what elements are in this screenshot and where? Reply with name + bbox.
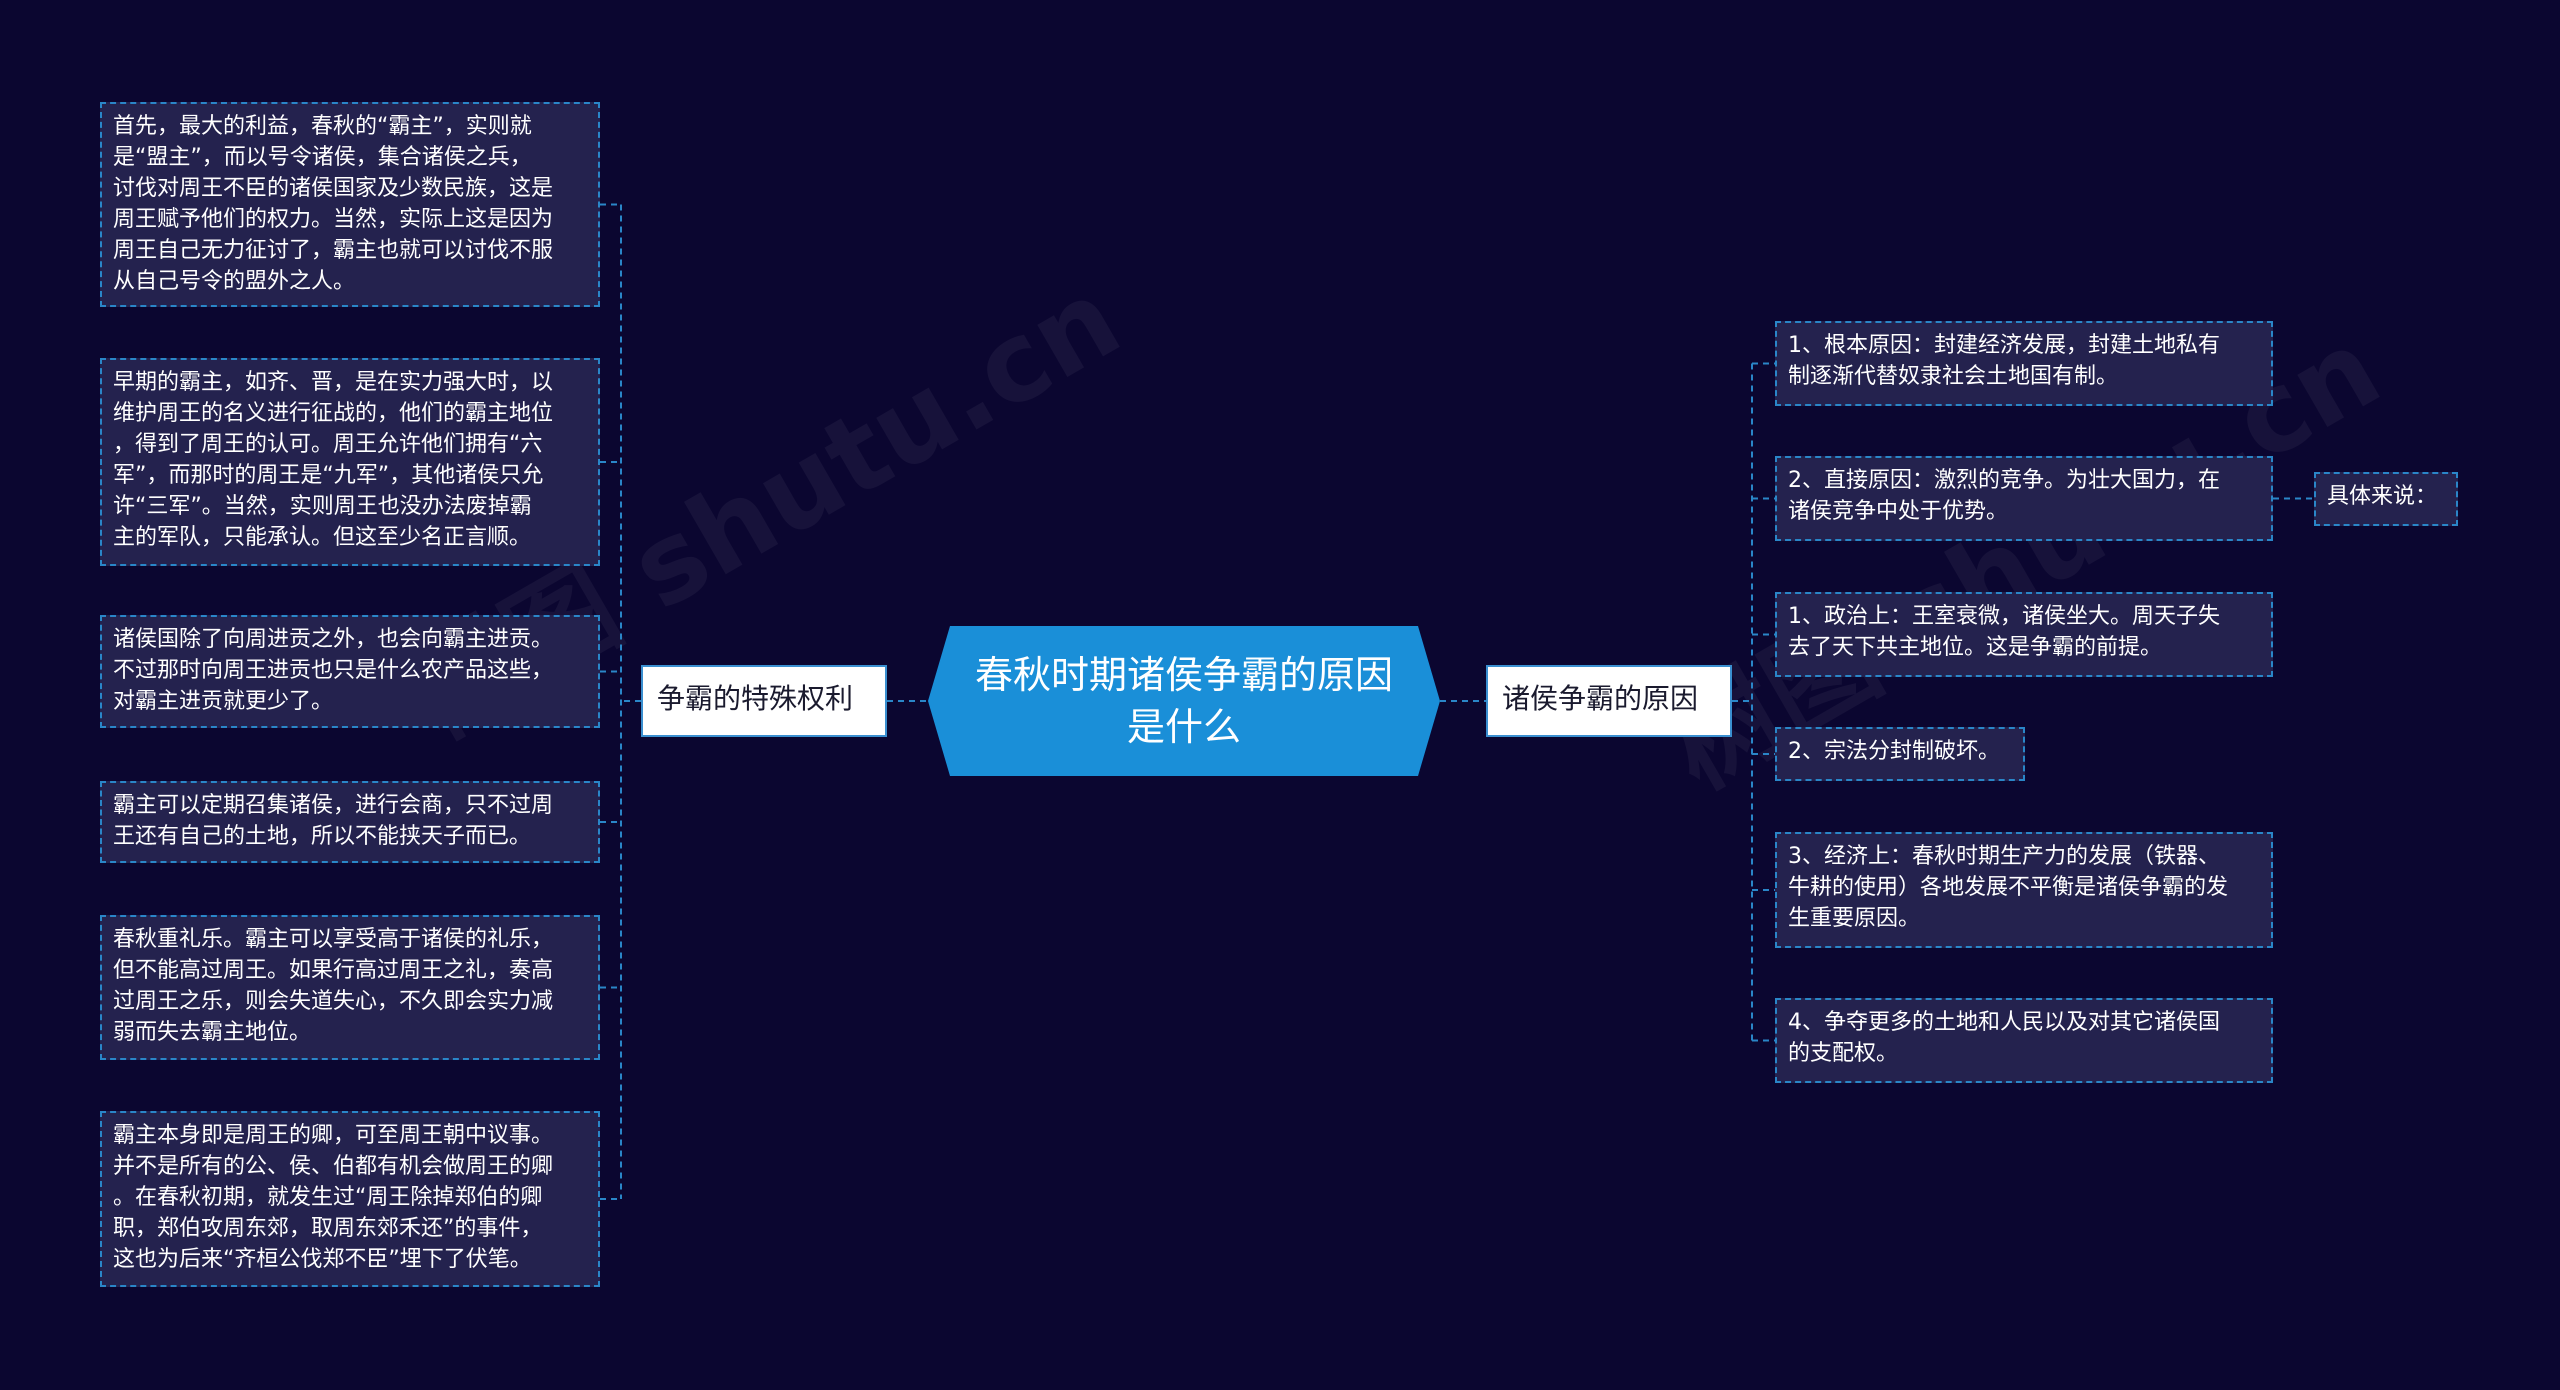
right-leaf-node[interactable]: 2、直接原因：激烈的竞争。为壮大国力，在 诸侯竞争中处于优势。 bbox=[1775, 456, 2273, 541]
central-topic-label: 春秋时期诸侯争霸的原因 是什么 bbox=[974, 653, 1393, 749]
central-topic-shape bbox=[928, 626, 1440, 776]
left-leaf-node[interactable]: 霸主本身即是周王的卿，可至周王朝中议事。 并不是所有的公、侯、伯都有机会做周王的… bbox=[100, 1111, 600, 1287]
right-leaf-node[interactable]: 1、根本原因：封建经济发展，封建土地私有 制逐渐代替奴隶社会土地国有制。 bbox=[1775, 321, 2273, 406]
central-topic[interactable]: 春秋时期诸侯争霸的原因 是什么 bbox=[928, 626, 1440, 776]
left-leaf-node[interactable]: 诸侯国除了向周进贡之外，也会向霸主进贡。 不过那时向周王进贡也只是什么农产品这些… bbox=[100, 615, 600, 728]
left-leaf-node[interactable]: 早期的霸主，如齐、晋，是在实力强大时，以 维护周王的名义进行征战的，他们的霸主地… bbox=[100, 358, 600, 566]
right-leaf-node[interactable]: 2、宗法分封制破坏。 bbox=[1775, 727, 2025, 781]
left-leaf-node[interactable]: 首先，最大的利益，春秋的“霸主”，实则就 是“盟主”，而以号令诸侯，集合诸侯之兵… bbox=[100, 102, 600, 307]
right-leaf-node[interactable]: 1、政治上：王室衰微，诸侯坐大。周天子失 去了天下共主地位。这是争霸的前提。 bbox=[1775, 592, 2273, 677]
right-leaf-node[interactable]: 4、争夺更多的土地和人民以及对其它诸侯国 的支配权。 bbox=[1775, 998, 2273, 1083]
left-leaf-node[interactable]: 霸主可以定期召集诸侯，进行会商，只不过周 王还有自己的土地，所以不能挟天子而已。 bbox=[100, 781, 600, 863]
branch-special-rights[interactable]: 争霸的特殊权利 bbox=[641, 665, 887, 737]
right-leaf-node[interactable]: 3、经济上：春秋时期生产力的发展（铁器、 牛耕的使用）各地发展不平衡是诸侯争霸的… bbox=[1775, 832, 2273, 948]
left-leaf-node[interactable]: 春秋重礼乐。霸主可以享受高于诸侯的礼乐， 但不能高过周王。如果行高过周王之礼，奏… bbox=[100, 915, 600, 1060]
right-leaf-child-node[interactable]: 具体来说： bbox=[2314, 472, 2458, 526]
branch-causes[interactable]: 诸侯争霸的原因 bbox=[1486, 665, 1732, 737]
